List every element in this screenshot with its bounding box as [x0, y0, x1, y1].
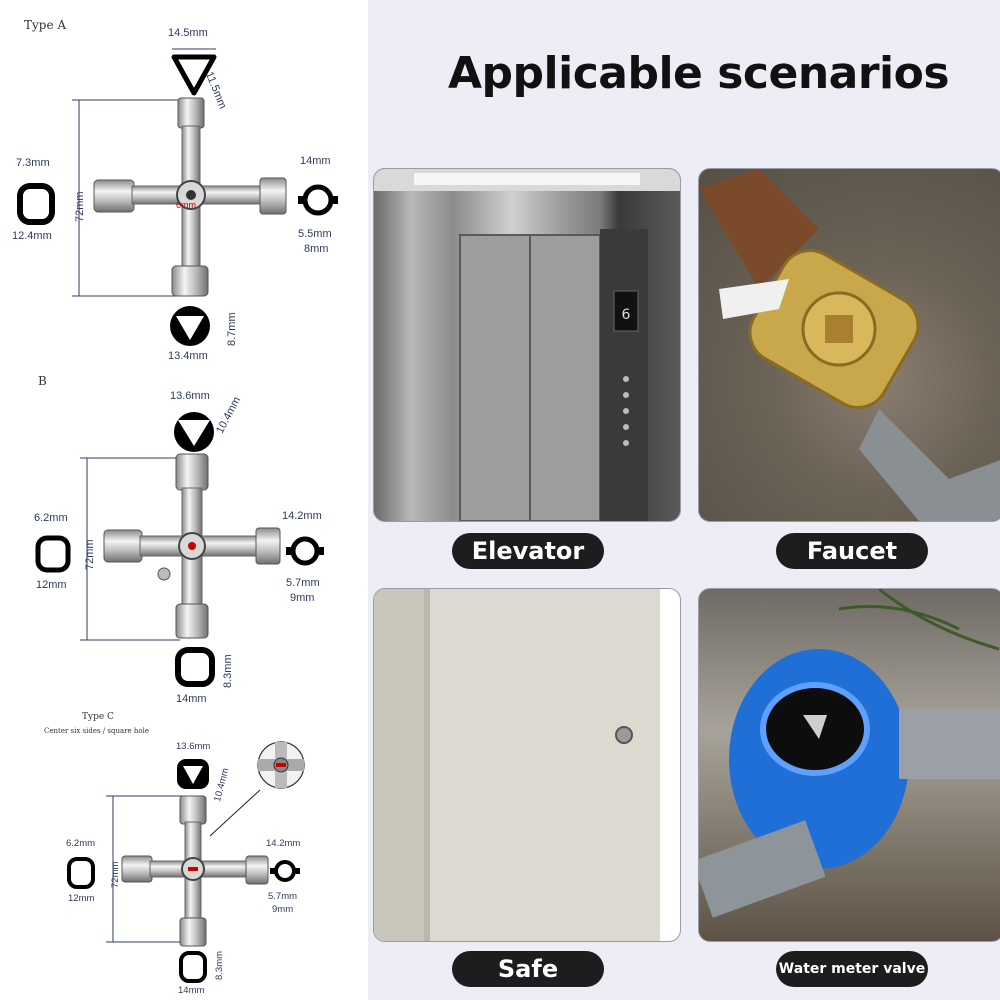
- type-b-right-outer: 14.2mm: [282, 510, 322, 522]
- type-b-cross-key: [103, 453, 281, 639]
- type-a-right-depth: 8mm: [304, 243, 329, 255]
- faucet-label: Faucet: [776, 533, 928, 569]
- safe-photo: [373, 588, 681, 942]
- type-a-right-ring-icon: [298, 184, 338, 216]
- type-c-label: Type C: [82, 712, 114, 722]
- type-b-left-inner: 12mm: [36, 579, 67, 591]
- type-c-left-outer: 6.2mm: [66, 838, 96, 849]
- type-c-leader-line: [209, 789, 261, 837]
- type-b-right-ring-icon: [286, 536, 324, 566]
- faucet-photo: [698, 168, 1000, 522]
- type-a-top-triangle-icon: [171, 48, 217, 96]
- type-b-bottom-width: 14mm: [176, 693, 207, 705]
- type-a-bottom-width: 13.4mm: [168, 350, 208, 362]
- type-a-right-inner: 5.5mm: [298, 228, 332, 240]
- type-c-bottom-square-icon: [179, 951, 207, 983]
- type-c-left-square-icon: [67, 857, 95, 889]
- type-b-top-triangle-icon: [174, 412, 214, 452]
- type-a-center: 6mm: [176, 200, 196, 210]
- water-meter-label: Water meter valve: [776, 951, 928, 987]
- page-title: Applicable scenarios: [448, 48, 950, 99]
- type-a-left-inner: 12.4mm: [12, 230, 52, 242]
- safe-label: Safe: [452, 951, 604, 987]
- type-c-top-width: 13.6mm: [176, 741, 211, 752]
- type-a-bottom-triangle-icon: [170, 306, 210, 346]
- type-a-label: Type A: [24, 18, 67, 32]
- type-a-top-width: 14.5mm: [168, 27, 208, 39]
- type-a-right-outer: 14mm: [300, 155, 331, 167]
- type-b-height-line: [80, 457, 180, 641]
- type-c-bottom-width: 14mm: [178, 985, 205, 996]
- type-c-left-inner: 12mm: [68, 893, 95, 904]
- type-c-right-inner: 5.7mm: [268, 891, 298, 902]
- type-c-bottom-depth: 8.3mm: [214, 950, 225, 980]
- type-b-bottom-depth: 8.3mm: [222, 654, 234, 688]
- type-c-cross-key: [121, 795, 269, 947]
- type-a-bottom-depth: 8.7mm: [226, 312, 238, 346]
- type-c-top-triangle-icon: [177, 759, 209, 789]
- elevator-label: Elevator: [452, 533, 604, 569]
- type-c-detail-magnifier-icon: [257, 741, 305, 789]
- type-a-left-outer: 7.3mm: [16, 157, 50, 169]
- type-b-bottom-square-icon: [175, 647, 215, 687]
- elevator-photo: 6: [373, 168, 681, 522]
- type-b-label: B: [38, 374, 47, 388]
- water-meter-photo: [698, 588, 1000, 942]
- type-b-height: 72mm: [84, 539, 96, 570]
- type-a-height: 72mm: [74, 191, 86, 222]
- type-b-right-depth: 9mm: [290, 592, 315, 604]
- type-c-right-ring-icon: [270, 860, 300, 882]
- type-b-top-width: 13.6mm: [170, 390, 210, 402]
- type-c-right-depth: 9mm: [272, 904, 294, 915]
- type-b-right-inner: 5.7mm: [286, 577, 320, 589]
- type-c-height: 72mm: [110, 861, 121, 888]
- type-c-height-line: [106, 795, 186, 943]
- type-c-subtitle: Center six sides / square hole: [44, 727, 149, 735]
- type-c-right-outer: 14.2mm: [266, 838, 301, 849]
- type-b-top-depth: 10.4mm: [214, 394, 244, 436]
- type-a-height-line: [72, 99, 182, 297]
- dimension-diagram-panel: Type A 14.5mm 11.5mm 72mm 6mm 7.3mm: [0, 0, 368, 1000]
- type-b-left-outer: 6.2mm: [34, 512, 68, 524]
- type-a-cross-key: [93, 97, 287, 297]
- type-b-left-square-icon: [35, 535, 71, 573]
- type-a-left-square-icon: [17, 183, 55, 225]
- svg-text:6: 6: [622, 307, 631, 323]
